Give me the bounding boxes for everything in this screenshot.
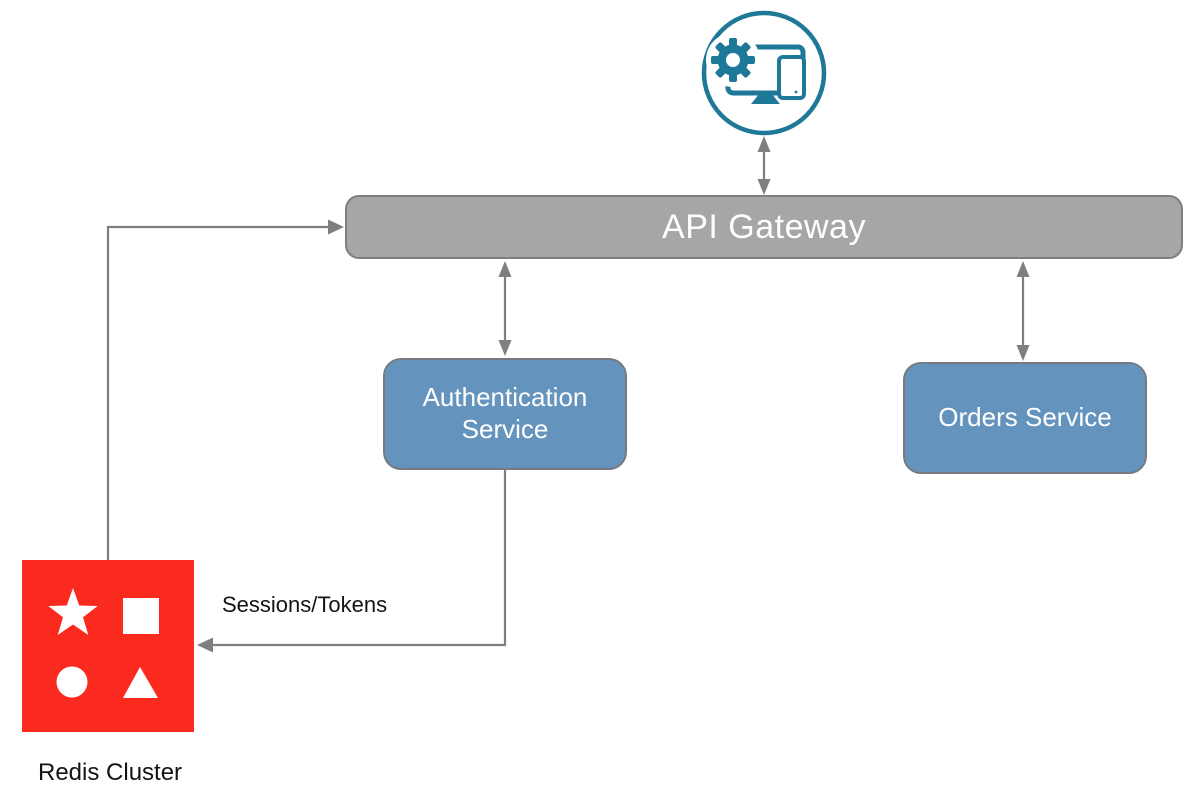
- tablet-icon: [777, 55, 806, 100]
- api-gateway-node: API Gateway: [345, 195, 1183, 259]
- edge-redis-gateway: [106, 219, 344, 560]
- triangle-icon: [123, 667, 158, 698]
- edge-auth-redis: [197, 470, 507, 653]
- connectors: [106, 136, 1030, 653]
- square-icon: [123, 598, 159, 634]
- edge-client-gateway: [757, 136, 771, 195]
- authentication-service-label: Authentication Service: [422, 382, 588, 444]
- star-icon: [48, 588, 98, 635]
- client-devices-icon: [701, 10, 827, 136]
- redis-shapes: [48, 588, 159, 698]
- redis-cluster-node: [22, 560, 194, 732]
- orders-service-label: Orders Service: [938, 402, 1112, 433]
- redis-cluster-label: Redis Cluster: [38, 759, 183, 786]
- edge-gateway-orders: [1016, 261, 1030, 361]
- api-gateway-label: API Gateway: [662, 207, 866, 246]
- edge-gateway-auth: [498, 261, 512, 356]
- circle-icon: [56, 666, 88, 698]
- authentication-service-node: Authentication Service: [383, 358, 627, 470]
- orders-service-node: Orders Service: [903, 362, 1147, 474]
- gear-icon: [706, 33, 760, 87]
- sessions-tokens-label: Sessions/Tokens: [222, 592, 388, 617]
